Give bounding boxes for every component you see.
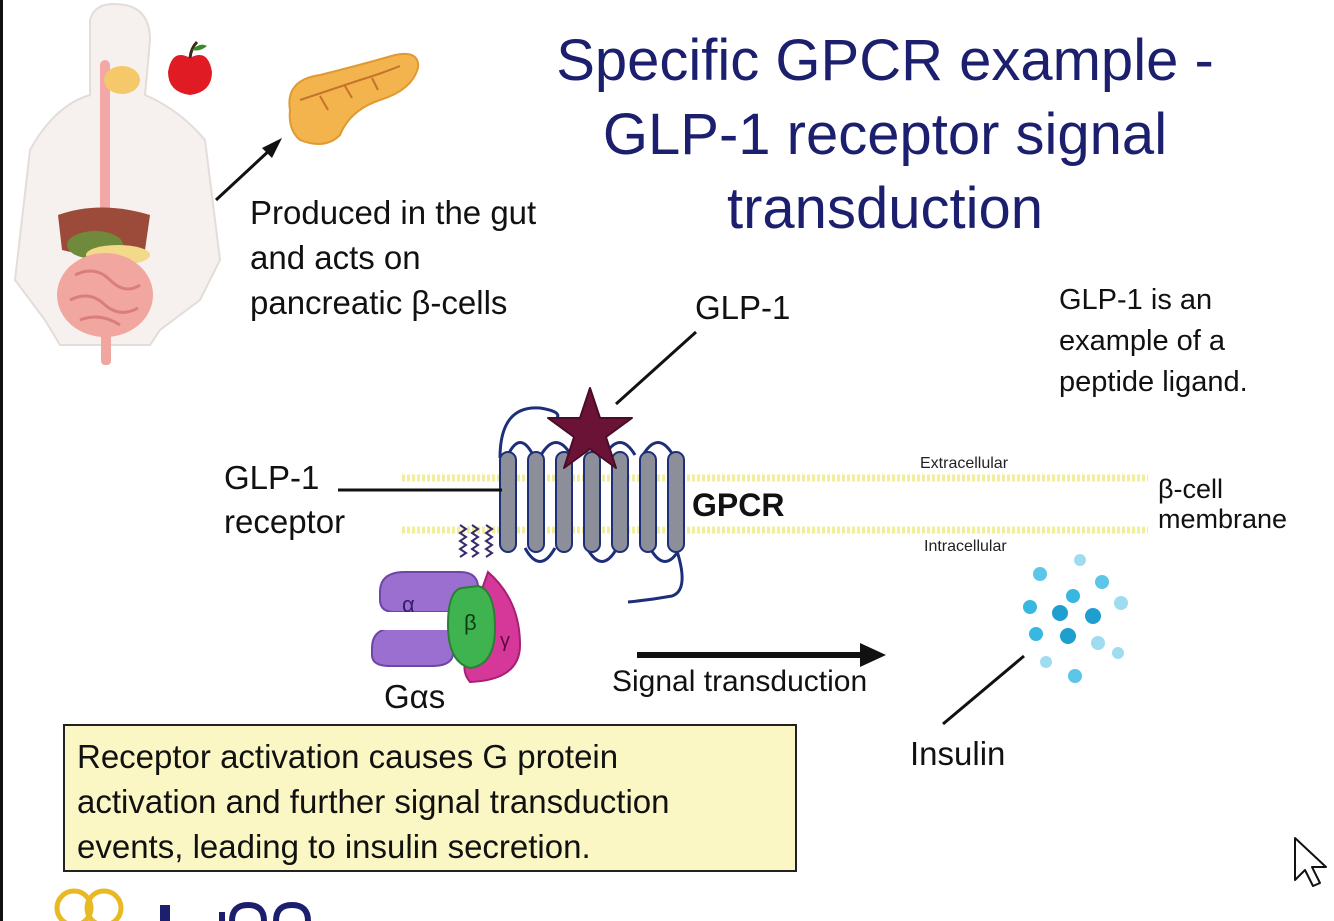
alpha-subunit-label: α (402, 592, 415, 617)
gas-label: Gαs (384, 678, 446, 715)
beta-subunit-label: β (464, 610, 477, 635)
ligand-label: GLP-1 (695, 289, 791, 326)
gamma-subunit-label: γ (500, 630, 510, 652)
receptor-label-line-2: receptor (224, 503, 346, 540)
receptor-label: GLP-1 receptor (224, 456, 345, 544)
pancreas-illustration (288, 52, 420, 145)
title-line-3: transduction (727, 176, 1043, 241)
ligand-note-line-3: peptide ligand. (1059, 366, 1248, 398)
summary-line-1: Receptor activation causes G protein (77, 738, 619, 775)
insulin-label: Insulin (910, 735, 1006, 772)
page-title: Specific GPCR example - GLP-1 receptor s… (490, 24, 1280, 246)
gpcr-label: GPCR (692, 487, 785, 523)
membrane-label: β-cell membrane (1158, 474, 1287, 534)
gut-note-line-3: pancreatic β-cells (250, 284, 508, 321)
title-line-2: GLP-1 receptor signal (602, 102, 1168, 167)
gut-to-pancreas-arrow (214, 138, 282, 202)
apple-icon (168, 40, 212, 95)
insulin-pointer-line (942, 654, 1025, 726)
logo-mark (54, 888, 311, 921)
mouse-cursor-icon (1294, 837, 1327, 887)
extracellular-label: Extracellular (920, 455, 1009, 472)
ligand-pointer-line (614, 330, 698, 406)
gpcr-receptor (498, 406, 685, 604)
lipid-anchors (458, 524, 494, 558)
summary-note-box: Receptor activation causes G protein act… (63, 724, 797, 872)
membrane-label-line-2: membrane (1158, 504, 1288, 534)
ligand-note-line-1: GLP-1 is an (1059, 284, 1213, 316)
signal-transduction-arrow (637, 643, 886, 667)
insulin-granules (1023, 554, 1128, 683)
gut-note-line-2: and acts on (250, 239, 421, 276)
ligand-note-line-2: example of a (1059, 325, 1226, 357)
intracellular-label: Intracellular (924, 538, 1007, 555)
human-gut-illustration (13, 3, 222, 365)
cell-membrane (402, 474, 1148, 534)
summary-line-3: events, leading to insulin secretion. (77, 828, 591, 865)
ligand-note: GLP-1 is an example of a peptide ligand. (1059, 280, 1248, 403)
glp1-ligand-star (547, 387, 633, 469)
gut-note: Produced in the gut and acts on pancreat… (250, 190, 536, 325)
signal-transduction-label: Signal transduction (612, 665, 868, 698)
membrane-label-line-1: β-cell (1158, 474, 1224, 504)
summary-line-2: activation and further signal transducti… (77, 783, 670, 820)
gut-note-line-1: Produced in the gut (250, 194, 537, 231)
g-protein-complex (371, 570, 522, 684)
title-line-1: Specific GPCR example - (556, 28, 1214, 93)
receptor-label-line-1: GLP-1 (224, 459, 320, 496)
left-edge-bar (0, 0, 3, 921)
